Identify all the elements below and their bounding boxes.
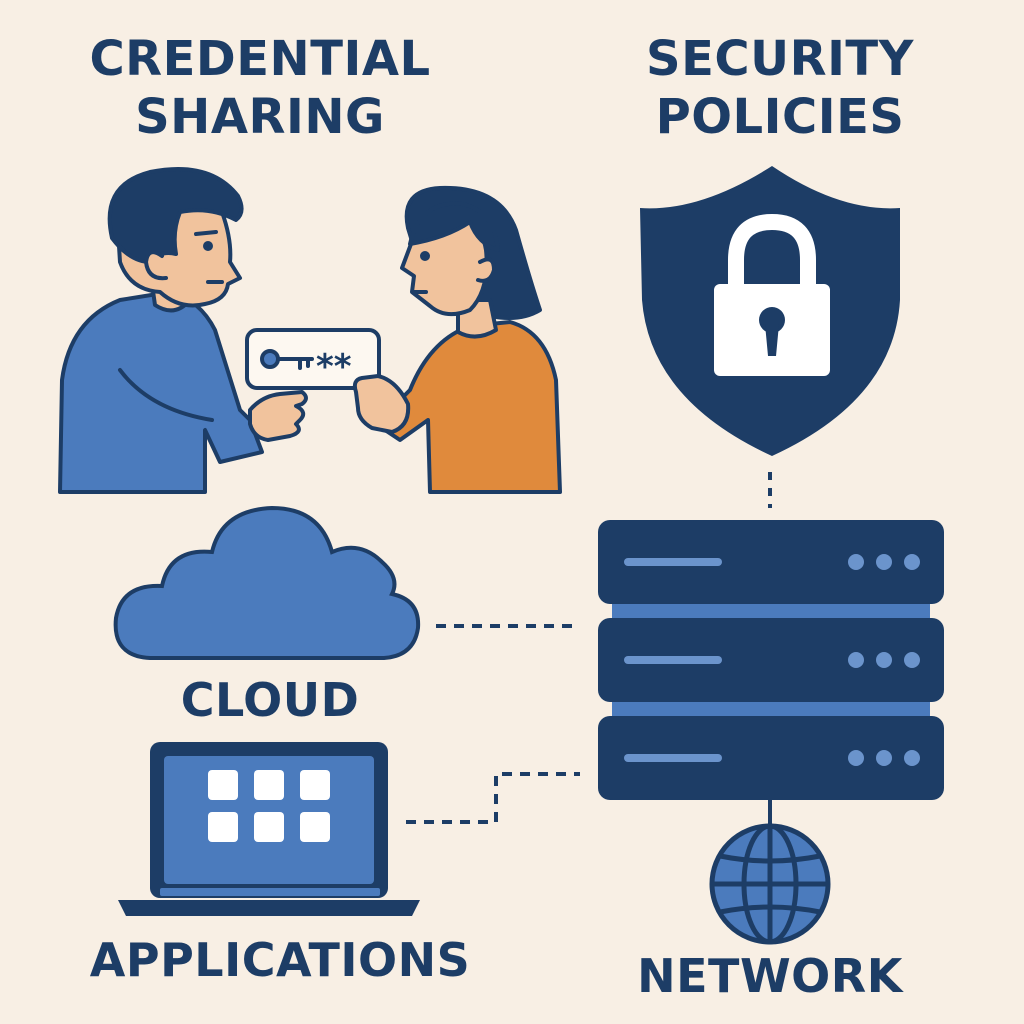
woman-hand [352, 374, 411, 434]
woman-fringe [408, 201, 500, 252]
man-ear [144, 250, 168, 281]
man-shirt [58, 290, 264, 494]
security-policies-heading-line1: SECURITY [646, 31, 914, 87]
credential-sharing-heading-line1: CREDENTIAL [89, 31, 431, 87]
security-policies-heading-line2: POLICIES [655, 89, 905, 145]
cloud-icon [113, 505, 421, 660]
woman-ear [476, 257, 496, 283]
man-brow [194, 230, 218, 236]
shield-icon [640, 166, 900, 456]
key-icon [260, 349, 314, 370]
man-hand [248, 390, 308, 442]
masked-password: ** [316, 347, 352, 387]
man-eye [203, 241, 213, 251]
cloud-label: CLOUD [180, 673, 360, 727]
security-policies-heading: SECURITY POLICIES [580, 30, 980, 146]
network-label: NETWORK [637, 949, 903, 1003]
lock-icon [714, 213, 830, 376]
woman-eye [420, 251, 430, 261]
laptop-server-connector [406, 772, 580, 824]
server-unit-2 [598, 618, 944, 702]
credential-card: ** [245, 328, 381, 390]
applications-label: APPLICATIONS [89, 933, 471, 987]
woman-figure [352, 185, 562, 494]
credential-sharing-heading: CREDENTIAL SHARING [60, 30, 460, 146]
man-figure [58, 167, 308, 494]
credential-sharing-heading-line2: SHARING [135, 89, 385, 145]
globe-icon [709, 823, 831, 945]
laptop-icon [118, 742, 420, 916]
server-unit-1 [598, 520, 944, 604]
app-grid-icon [208, 770, 330, 842]
server-rack-icon [598, 520, 944, 800]
man-arm-line [118, 368, 214, 422]
server-unit-3 [598, 716, 944, 800]
